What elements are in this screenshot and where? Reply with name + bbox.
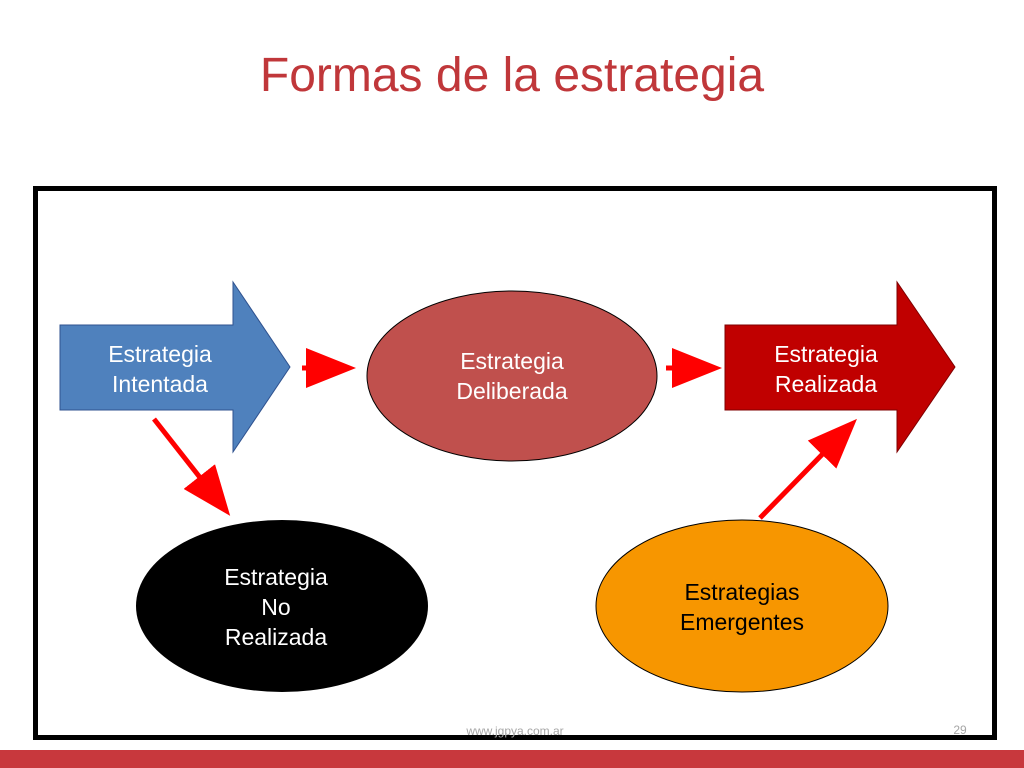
- connector-emergent-to-realized: [758, 418, 857, 520]
- diagram-frame: [33, 186, 997, 740]
- page-title: Formas de la estrategia: [259, 49, 765, 102]
- emergent-strategies-ellipse: [595, 519, 889, 693]
- deliberate-strategy-label: Estrategia Deliberada: [456, 348, 568, 404]
- unrealized-strategy-label: Estrategia No Realizada: [224, 564, 328, 650]
- unrealized-strategy-ellipse: [136, 520, 428, 692]
- intended-strategy-arrow: [59, 280, 291, 454]
- intended-strategy-label: Estrategia Intentada: [108, 341, 212, 397]
- emergent-strategies-label: Estrategias Emergentes: [679, 579, 804, 635]
- realized-strategy-arrow: [724, 280, 956, 454]
- bottom-accent-bar: [0, 750, 1024, 768]
- footer-url: www.jgpya.com.ar: [466, 724, 564, 738]
- page-number: 29: [953, 723, 967, 737]
- connector-intended-to-unrealized: [152, 417, 231, 516]
- realized-strategy-label: Estrategia Realizada: [774, 341, 878, 397]
- deliberate-strategy-ellipse: [366, 290, 658, 462]
